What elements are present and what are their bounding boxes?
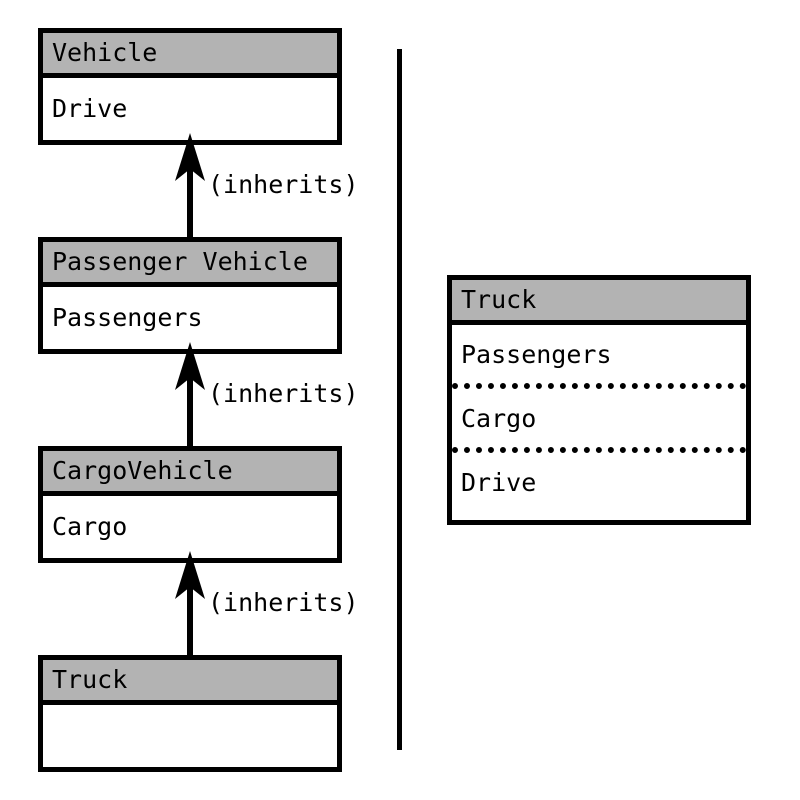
- inherits-arrow-1: [175, 133, 205, 240]
- flattened-member-passengers: Passengers: [452, 325, 746, 389]
- inherits-label-3: (inherits): [208, 588, 359, 617]
- arrow-head: [175, 551, 205, 599]
- inherits-label-2: (inherits): [208, 379, 359, 408]
- flattened-class-box-truck: Truck Passengers Cargo Drive: [447, 275, 751, 525]
- class-member-drive: Drive: [52, 94, 128, 123]
- class-name-cargo-vehicle: CargoVehicle: [43, 451, 337, 496]
- flattened-member-cargo: Cargo: [452, 389, 746, 453]
- class-name-passenger-vehicle: Passenger Vehicle: [43, 242, 337, 287]
- class-box-vehicle: Vehicle Drive: [38, 28, 342, 145]
- class-member-cargo: Cargo: [52, 512, 128, 541]
- class-member-empty: [43, 705, 337, 769]
- arrow-head: [175, 133, 205, 181]
- class-box-passenger-vehicle: Passenger Vehicle Passengers: [38, 237, 342, 354]
- vertical-divider: [397, 49, 402, 750]
- class-box-truck: Truck: [38, 655, 342, 772]
- flattened-class-name: Truck: [452, 280, 746, 325]
- inherits-label-1: (inherits): [208, 170, 359, 199]
- class-name-truck: Truck: [43, 660, 337, 705]
- flattened-member-drive: Drive: [461, 468, 537, 497]
- inherits-arrow-2: [175, 342, 205, 449]
- class-box-cargo-vehicle: CargoVehicle Cargo: [38, 446, 342, 563]
- class-name-vehicle: Vehicle: [43, 33, 337, 78]
- class-member-passengers: Passengers: [52, 303, 203, 332]
- arrow-head: [175, 342, 205, 390]
- inherits-arrow-3: [175, 551, 205, 658]
